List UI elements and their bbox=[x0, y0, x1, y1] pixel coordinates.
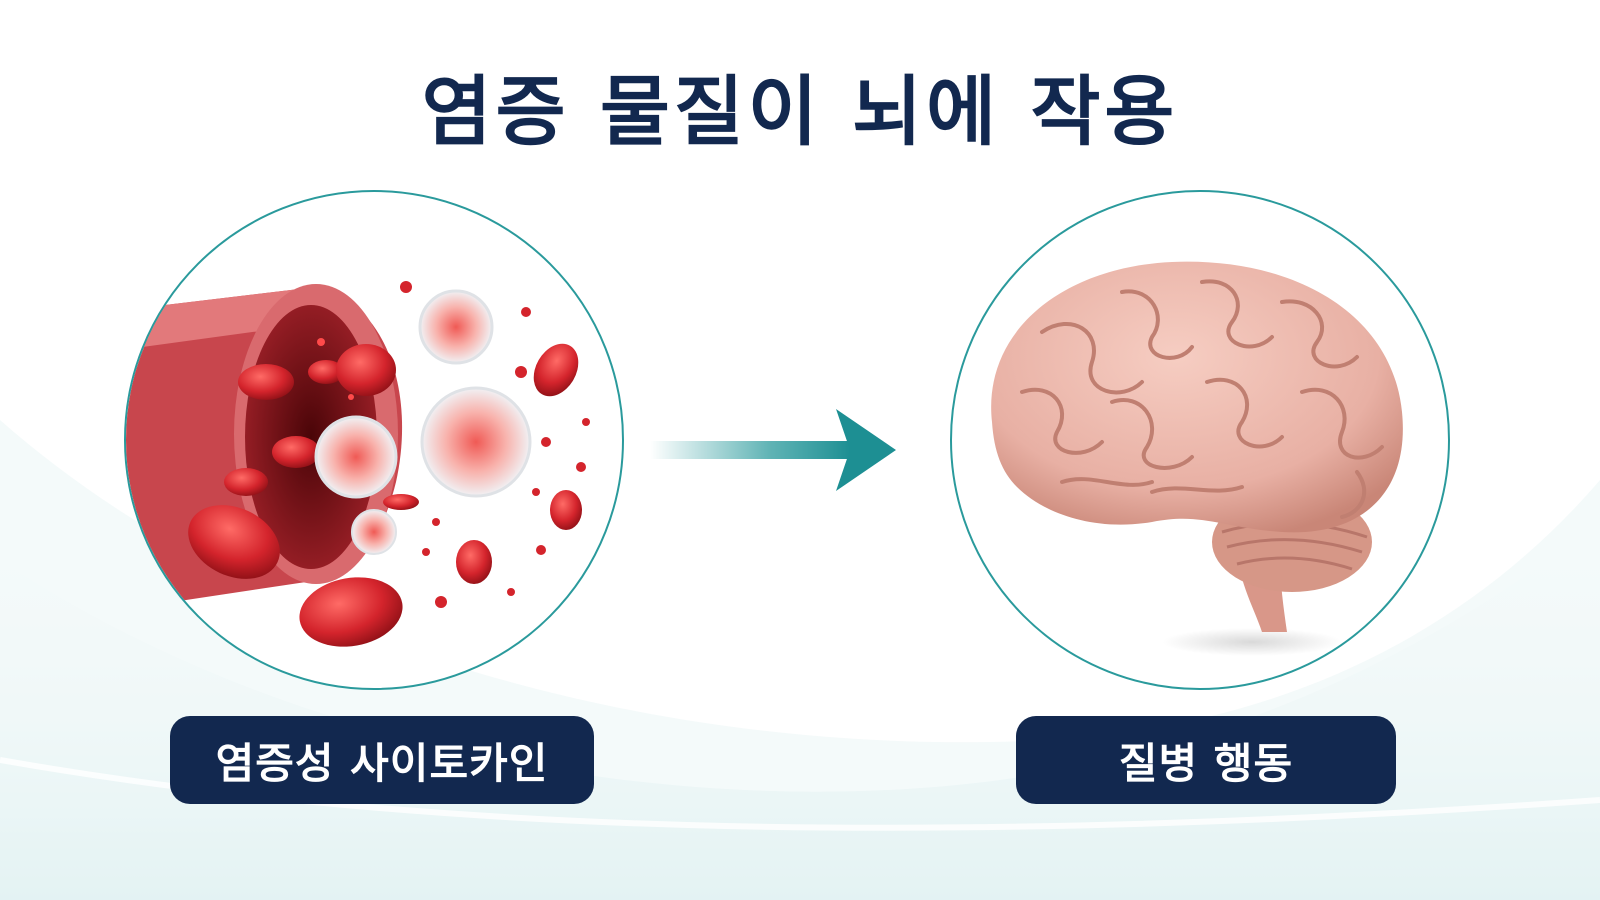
cytokine-image-circle bbox=[124, 190, 624, 690]
page-title: 염증 물질이 뇌에 작용 bbox=[421, 67, 1179, 156]
cytokine-label: 염증성 사이토카인 bbox=[170, 716, 594, 804]
sickness-behavior-label: 질병 행동 bbox=[1016, 716, 1396, 804]
brain-image-circle bbox=[950, 190, 1450, 690]
arrow-right-icon bbox=[650, 409, 896, 491]
brain-illustration bbox=[991, 261, 1403, 656]
blood-vessel-cytokine-illustration bbox=[126, 281, 590, 647]
